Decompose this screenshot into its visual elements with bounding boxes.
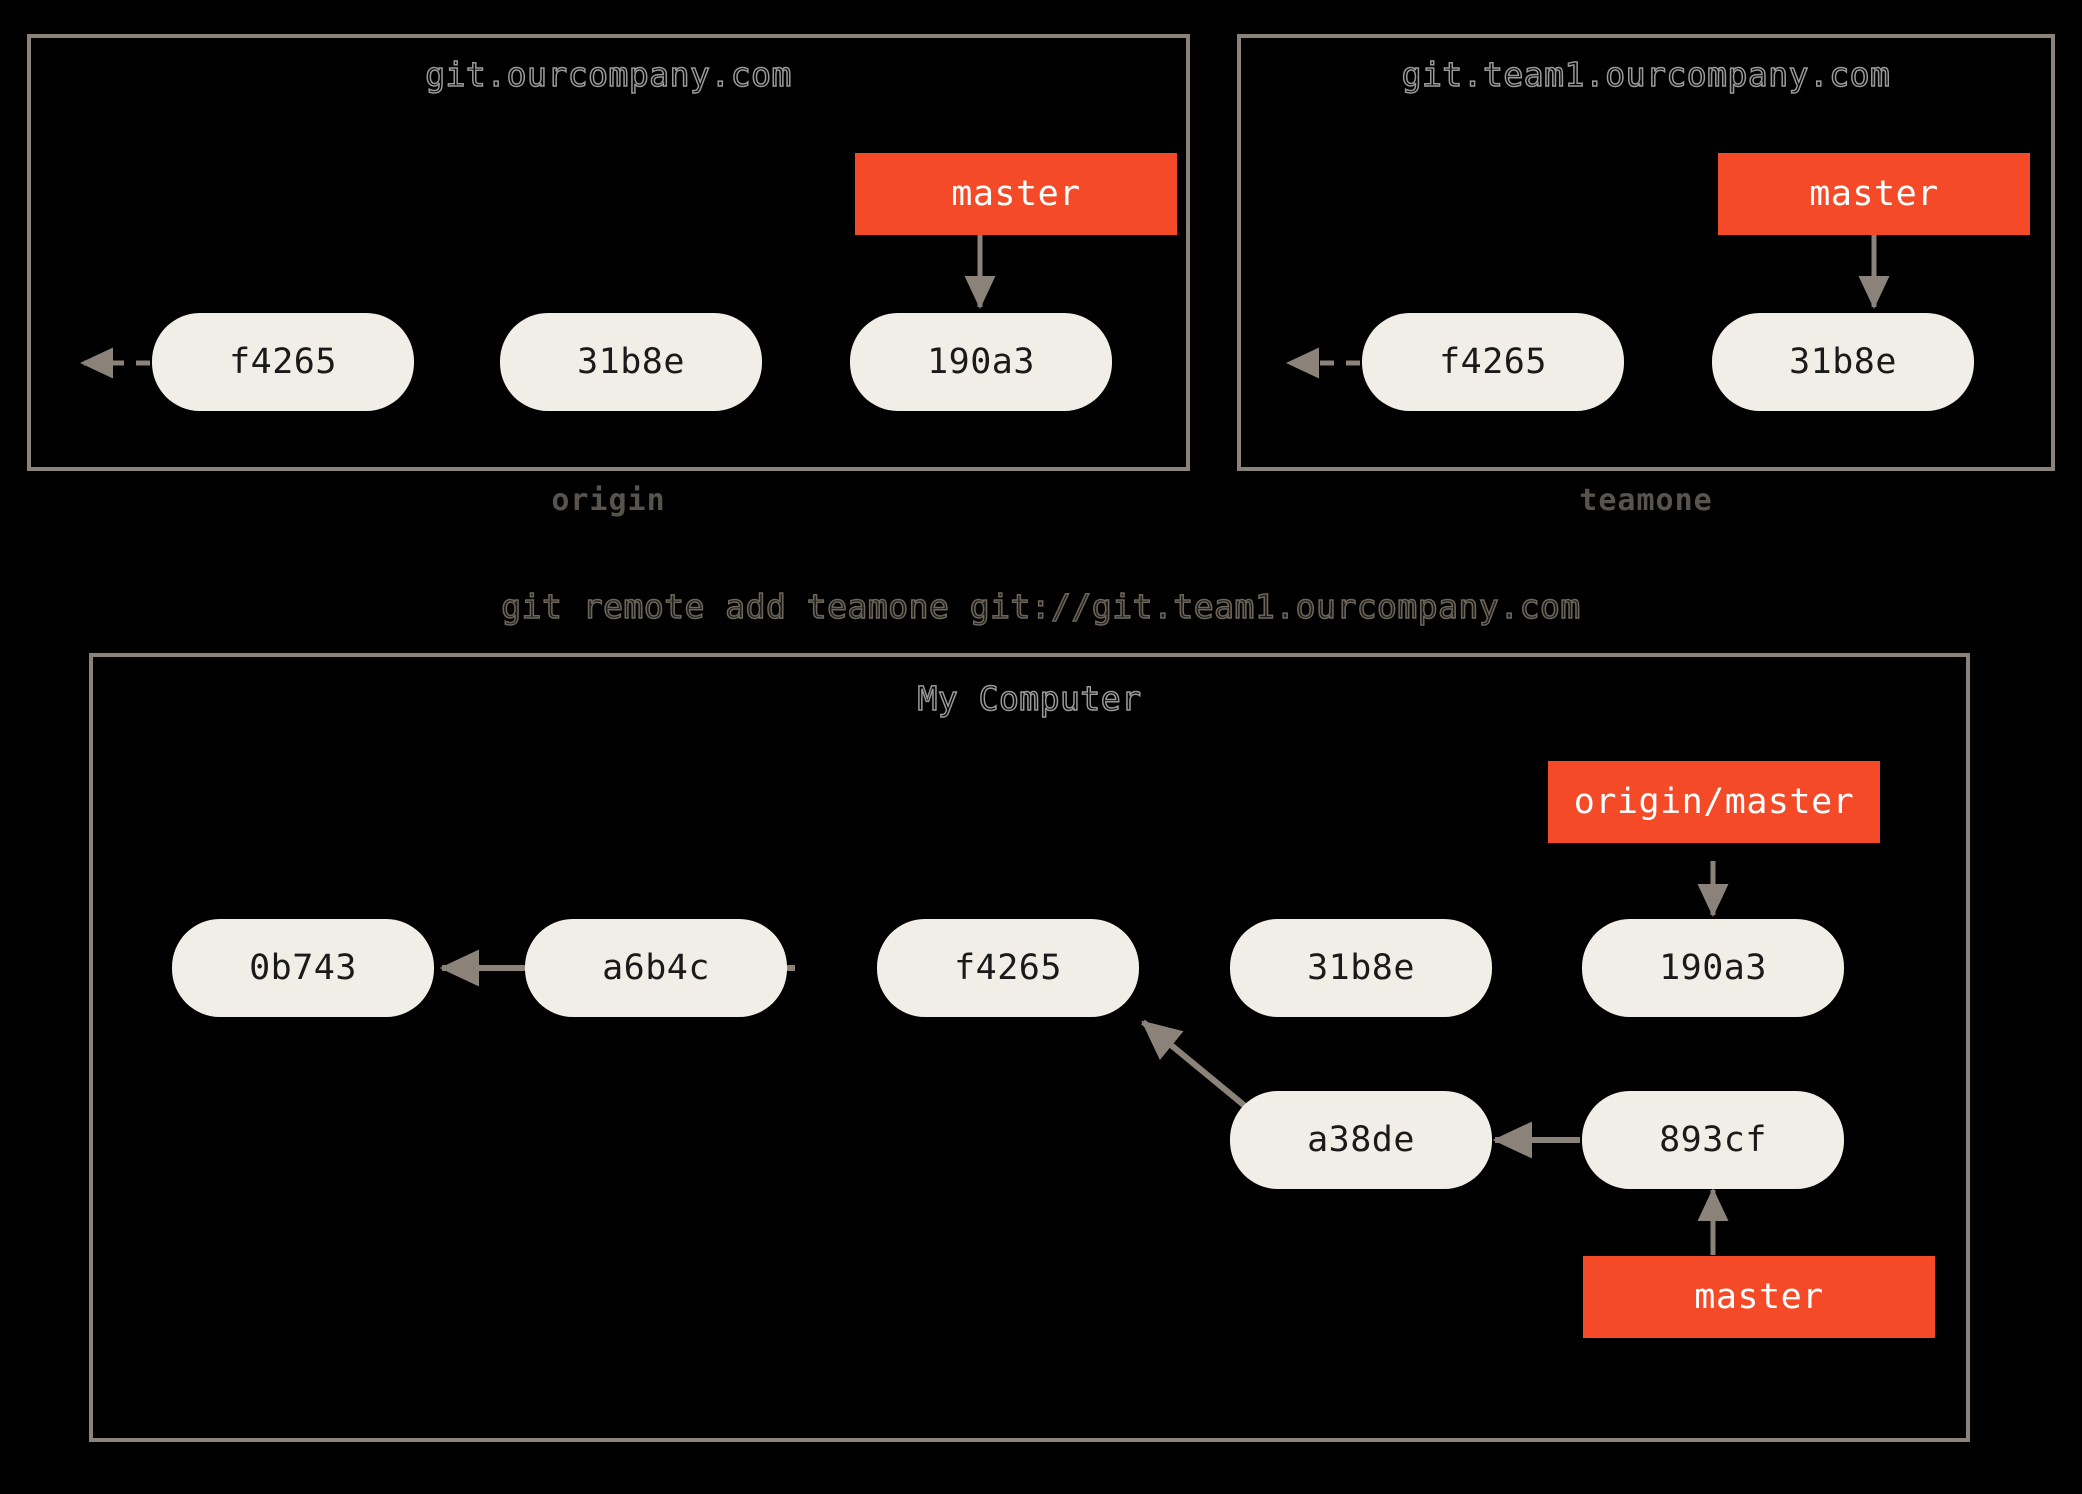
commit-origin-f4265[interactable]: f4265 bbox=[152, 313, 414, 411]
commit-my-a38de[interactable]: a38de bbox=[1230, 1091, 1492, 1189]
branch-label-my-origin-master[interactable]: origin/master bbox=[1548, 761, 1880, 843]
commit-origin-31b8e[interactable]: 31b8e bbox=[500, 313, 762, 411]
commit-team-31b8e[interactable]: 31b8e bbox=[1712, 313, 1974, 411]
panel-teamone bbox=[1237, 34, 2055, 471]
panel-origin bbox=[27, 34, 1190, 471]
commit-origin-190a3[interactable]: 190a3 bbox=[850, 313, 1112, 411]
commit-my-f4265[interactable]: f4265 bbox=[877, 919, 1139, 1017]
commit-my-a6b4c[interactable]: a6b4c bbox=[525, 919, 787, 1017]
branch-label-team-master[interactable]: master bbox=[1718, 153, 2030, 235]
branch-label-origin-master[interactable]: master bbox=[855, 153, 1177, 235]
panel-origin-title: git.ourcompany.com bbox=[424, 54, 792, 95]
commit-my-31b8e[interactable]: 31b8e bbox=[1230, 919, 1492, 1017]
commit-my-0b743[interactable]: 0b743 bbox=[172, 919, 434, 1017]
commit-my-190a3[interactable]: 190a3 bbox=[1582, 919, 1844, 1017]
panel-my-computer-title: My Computer bbox=[917, 678, 1142, 719]
commit-team-f4265[interactable]: f4265 bbox=[1362, 313, 1624, 411]
panel-teamone-caption: teamone bbox=[1579, 483, 1713, 518]
branch-label-my-master[interactable]: master bbox=[1583, 1256, 1935, 1338]
commit-my-893cf[interactable]: 893cf bbox=[1582, 1091, 1844, 1189]
panel-teamone-title: git.team1.ourcompany.com bbox=[1401, 54, 1891, 95]
command-text: git remote add teamone git://git.team1.o… bbox=[501, 586, 1582, 627]
panel-origin-caption: origin bbox=[551, 483, 666, 518]
panel-my-computer bbox=[89, 653, 1970, 1442]
